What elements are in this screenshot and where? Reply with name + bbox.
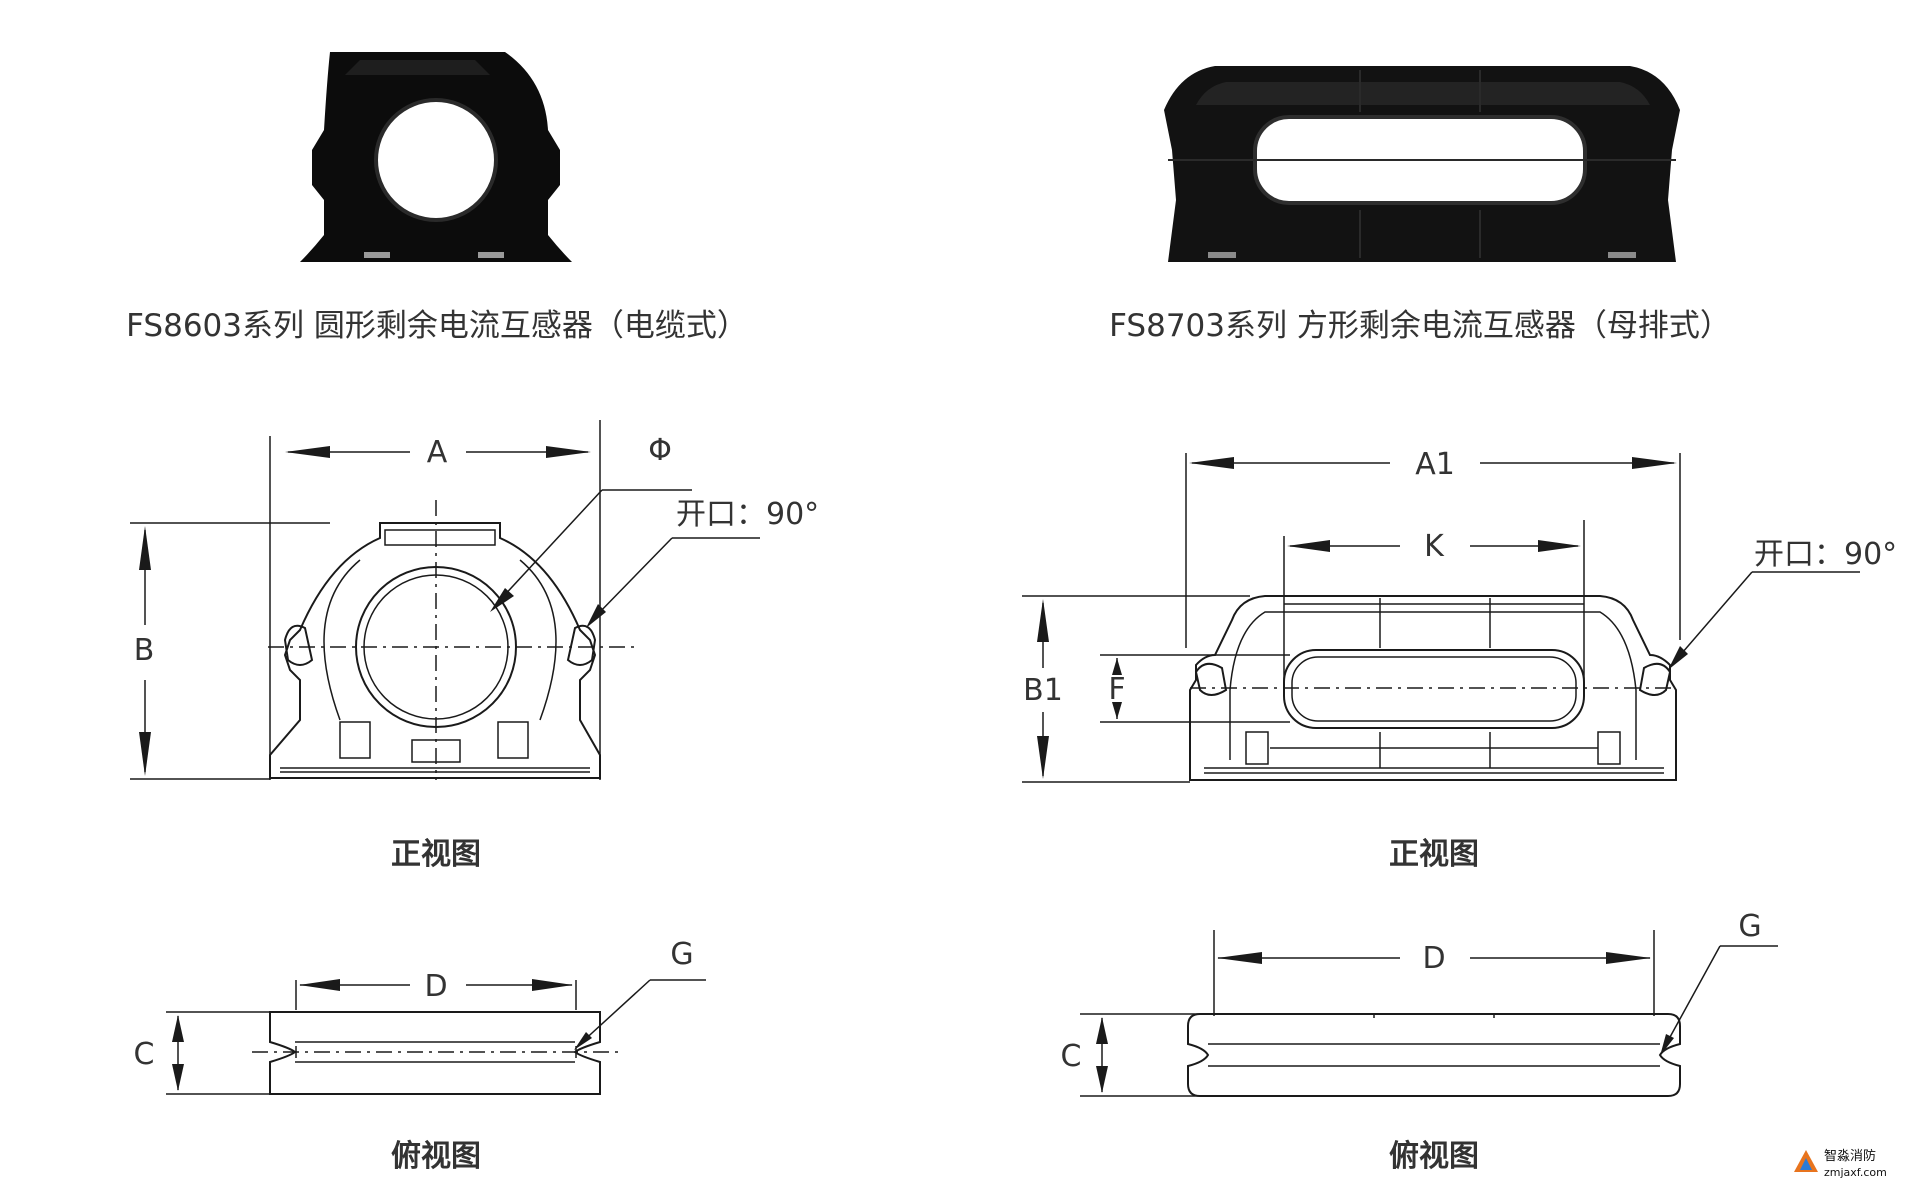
dim-label-phi: Φ (648, 433, 672, 468)
left-dim-label-D: D (424, 969, 447, 1004)
watermark-url: zmjaxf.com (1824, 1166, 1887, 1179)
dim-label-F: F (1108, 672, 1125, 707)
left-product-caption: FS8603系列 圆形剩余电流互感器（电缆式） (126, 308, 748, 344)
watermark-name: 智淼消防 (1824, 1148, 1876, 1164)
left-front-view-title: 正视图 (391, 837, 481, 872)
right-product-caption: FS8703系列 方形剩余电流互感器（母排式） (1109, 308, 1731, 344)
dim-label-K: K (1424, 529, 1445, 564)
dim-label-B: B (134, 633, 155, 668)
left-top-view (166, 979, 706, 1095)
right-top-view-title: 俯视图 (1389, 1139, 1479, 1174)
right-front-view (1022, 453, 1860, 783)
right-front-view-title: 正视图 (1389, 837, 1479, 872)
right-dim-label-G: G (1738, 909, 1761, 944)
right-opening-label: 开口：90° (1754, 537, 1897, 572)
dim-label-B1: B1 (1023, 673, 1063, 708)
fs8703-product-photo (1164, 66, 1680, 262)
right-top-view (1080, 930, 1778, 1097)
left-dim-label-G: G (670, 937, 693, 972)
right-dim-label-D: D (1422, 941, 1445, 976)
dim-label-A1: A1 (1415, 447, 1455, 482)
fs8603-product-photo (300, 52, 572, 262)
left-top-view-title: 俯视图 (391, 1139, 481, 1174)
left-front-view (130, 420, 760, 780)
right-dim-label-C: C (1061, 1039, 1082, 1074)
dim-label-A: A (427, 435, 448, 470)
left-opening-label: 开口：90° (676, 497, 819, 532)
left-dim-label-C: C (134, 1037, 155, 1072)
watermark-logo (1794, 1150, 1818, 1172)
